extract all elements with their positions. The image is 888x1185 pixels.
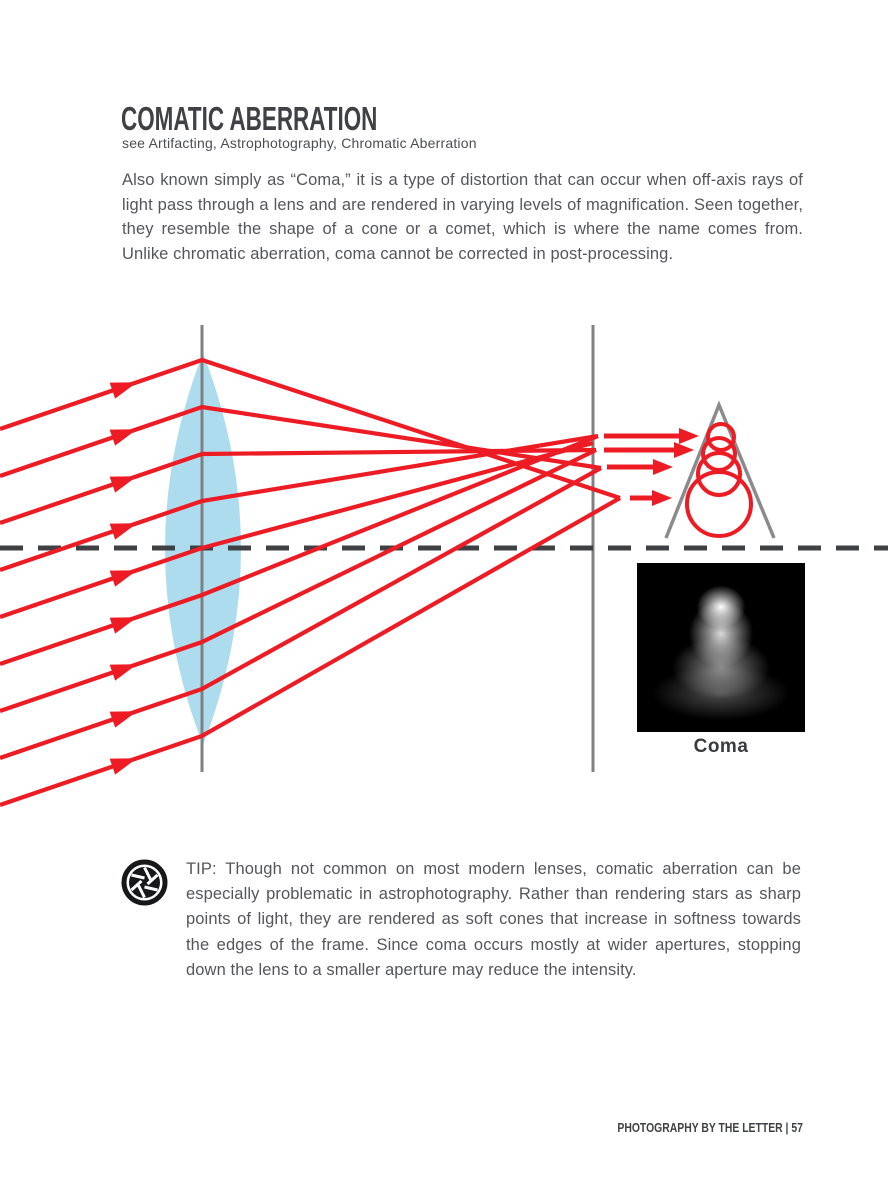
page-footer-text: PHOTOGRAPHY BY THE LETTER | 57 [617,1120,803,1135]
light-ray [0,404,602,478]
light-ray [0,448,597,713]
ray-arrowhead [109,758,137,775]
ray-arrowhead [109,570,137,587]
ray-arrowhead [109,617,137,634]
page-title-text: COMATIC ABERRATION [121,100,378,137]
focus-arrow-head [652,490,672,506]
coma-sample-photo [637,563,805,732]
focus-arrow-head [674,442,694,458]
ray-arrowhead [109,476,137,493]
light-ray [0,434,599,666]
coma-circle [685,470,753,538]
light-ray [0,433,599,572]
coma-circle [701,436,737,472]
lens [165,353,241,745]
light-ray [0,440,594,619]
tip-paragraph: TIP: Though not common on most modern le… [186,860,801,979]
page-title: COMATIC ABERRATION [121,100,498,138]
light-ray [0,447,597,525]
ray-arrowhead [109,523,137,540]
coma-circle [706,422,736,452]
aperture-icon [121,859,168,906]
light-ray [0,357,621,500]
ray-arrowhead [109,382,137,399]
ray-arrowhead [109,711,137,728]
ray-arrowhead [109,429,137,446]
coma-circle [696,451,742,497]
intro-paragraph: Also known simply as “Coma,” it is a typ… [122,171,803,263]
focus-arrow-head [653,459,673,475]
light-ray [0,466,603,760]
page-footer: PHOTOGRAPHY BY THE LETTER | 57 [571,1120,803,1135]
focus-arrow-head [679,428,699,444]
see-also-line: see Artifacting, Astrophotography, Chrom… [122,135,477,151]
light-ray [0,496,622,807]
coma-photo-caption: Coma [693,736,749,757]
coma-cone-outline [664,400,776,539]
ray-arrowhead [109,664,137,681]
